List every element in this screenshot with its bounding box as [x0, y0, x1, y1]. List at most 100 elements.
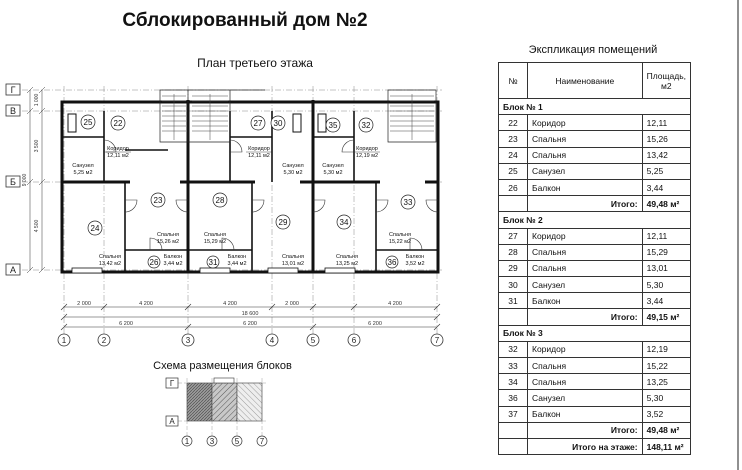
row-area: 12,11: [641, 114, 692, 132]
scheme-axis-g: Г: [170, 379, 175, 388]
total-spacer: [498, 308, 528, 326]
col-name-header: Наименование: [527, 62, 643, 99]
col-num-header: №: [498, 62, 528, 99]
hdim-total: 18 600: [242, 311, 259, 317]
row-name: Коридор: [527, 227, 643, 245]
room-label-26: Балкон: [164, 254, 182, 260]
scheme-title: Схема размещения блоков: [153, 360, 292, 372]
room-area-28: 15,29 м2: [204, 239, 226, 245]
axis-num-1: 1: [62, 336, 67, 345]
row-name: Спальня: [527, 130, 643, 148]
axis-num-2: 2: [102, 336, 107, 345]
hdim-2000-b: 2 000: [285, 301, 299, 307]
vdim-4: 4 500: [34, 220, 40, 233]
row-name: Балкон: [527, 292, 643, 310]
axis-letter-v: В: [10, 106, 16, 116]
room-label-36: Балкон: [406, 254, 424, 260]
row-area: 5,25: [641, 162, 692, 180]
total-value: 49,15 м²: [641, 308, 692, 326]
room-area-36: 3,52 м2: [405, 261, 424, 267]
row-area: 3,44: [641, 178, 692, 197]
floor-total-label: Итого на этаже:: [527, 437, 643, 456]
room-num-23: 23: [154, 196, 163, 205]
row-num: 32: [498, 340, 528, 359]
room-num-30: 30: [274, 119, 283, 128]
row-area: 13,01: [641, 259, 692, 278]
row-num: 23: [498, 130, 528, 148]
vdim-1: 1 000: [34, 94, 40, 107]
row-num: 22: [498, 114, 528, 132]
row-num: 31: [498, 292, 528, 310]
room-area-23: 15,26 м2: [157, 239, 179, 245]
room-num-29: 29: [279, 218, 288, 227]
room-circles: [80, 114, 416, 269]
room-num-22: 22: [114, 119, 123, 128]
row-name: Спальня: [527, 146, 643, 164]
total-spacer: [498, 195, 528, 213]
row-name: Балкон: [527, 178, 643, 197]
scheme-axis-7: 7: [260, 437, 265, 446]
block-header-row: Блок № 3: [498, 324, 691, 342]
row-area: 5,30: [641, 389, 692, 407]
room-label-30: Санузел: [282, 163, 303, 169]
row-num: 36: [498, 389, 528, 407]
row-name: Спальня: [527, 356, 643, 375]
room-num-36: 36: [388, 258, 397, 267]
page-title: Сблокированный дом №2: [122, 10, 368, 31]
stairs: [159, 89, 437, 143]
axis-num-4: 4: [270, 336, 275, 345]
total-label: Итого:: [527, 195, 643, 213]
block-header-row: Блок № 2: [498, 211, 691, 229]
row-area: 5,30: [641, 276, 692, 294]
axis-letter-b: Б: [10, 177, 16, 187]
hdim-6200-c: 6 200: [368, 321, 382, 327]
room-num-28: 28: [216, 196, 225, 205]
axis-num-3: 3: [186, 336, 191, 345]
block-total-row: Итого: 49,15 м²: [498, 308, 692, 326]
room-label-29: Спальня: [282, 254, 304, 260]
room-area-24: 13,42 м2: [99, 261, 121, 267]
row-area: 15,26: [641, 130, 692, 148]
room-num-24: 24: [91, 224, 100, 233]
row-area: 13,25: [641, 373, 692, 391]
room-label-24: Спальня: [99, 254, 121, 260]
block-title: Блок № 1: [498, 97, 691, 116]
explication-title: Экспликация помещений: [528, 44, 658, 56]
room-num-34: 34: [340, 218, 349, 227]
hdim-4200-a: 4 200: [139, 301, 153, 307]
room-label-35: Санузел: [322, 163, 343, 169]
row-num: 27: [498, 227, 528, 245]
row-num: 34: [498, 373, 528, 391]
row-num: 25: [498, 162, 528, 180]
block-title: Блок № 3: [498, 324, 691, 342]
scheme-axis-5: 5: [235, 437, 240, 446]
room-area-30: 5,30 м2: [283, 170, 302, 176]
room-label-33: Спальня: [389, 232, 411, 238]
block-header-row: Блок № 1: [498, 97, 691, 116]
total-value: 49,48 м²: [641, 195, 692, 213]
room-area-29: 13,01 м2: [282, 261, 304, 267]
row-num: 28: [498, 243, 528, 261]
table-header-row: № Наименование Площадь, м2: [498, 62, 692, 99]
row-name: Санузел: [527, 162, 643, 180]
floor-total-value: 148,11 м²: [641, 437, 692, 456]
hdim-2000-a: 2 000: [77, 301, 91, 307]
plan-title: План третьего этажа: [197, 56, 313, 70]
scheme-axis-3: 3: [210, 437, 215, 446]
row-num: 33: [498, 356, 528, 375]
row-area: 15,22: [641, 356, 692, 375]
axis-letters: [5, 83, 21, 276]
row-area: 12,19: [641, 340, 692, 359]
